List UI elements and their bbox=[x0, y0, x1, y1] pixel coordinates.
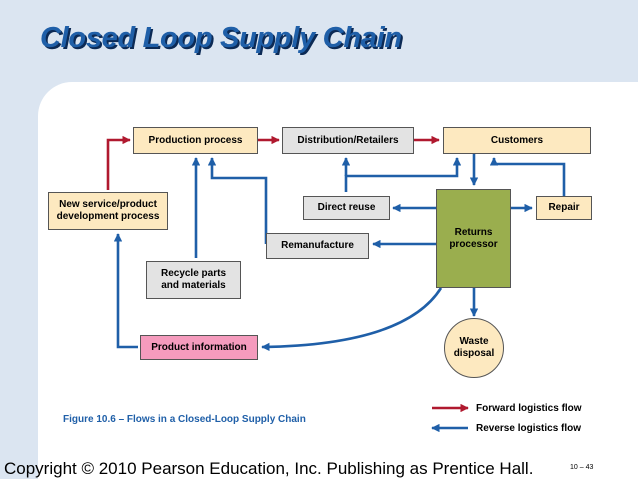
product-information-label: Product information bbox=[151, 341, 247, 353]
arrow-direct-reuse-to-distribution bbox=[344, 157, 462, 192]
new-service-development-box: New service/product development process bbox=[48, 192, 168, 230]
legend-reverse-label: Reverse logistics flow bbox=[476, 423, 582, 434]
customers-box: Customers bbox=[443, 127, 591, 154]
remanufacture-label: Remanufacture bbox=[281, 240, 354, 251]
remanufacture-box: Remanufacture bbox=[266, 233, 369, 259]
distribution-retailers-label: Distribution/Retailers bbox=[297, 134, 399, 146]
recycle-parts-label-line1: Recycle parts bbox=[160, 268, 227, 279]
returns-processor-label-line2: processor bbox=[449, 238, 498, 250]
arrow-repair-to-customers bbox=[489, 157, 566, 196]
slide-title: Closed Loop Supply Chain bbox=[40, 22, 402, 54]
figure-caption: Figure 10.6 – Flows in a Closed-Loop Sup… bbox=[63, 414, 306, 425]
legend-forward-label: Forward logistics flow bbox=[476, 403, 582, 414]
recycle-parts-label-line2: and materials bbox=[161, 280, 226, 291]
production-process-label: Production process bbox=[148, 134, 243, 146]
arrow-remanufacture-to-production bbox=[207, 157, 268, 244]
direct-reuse-label: Direct reuse bbox=[317, 202, 376, 213]
waste-disposal-label-line1: Waste bbox=[459, 336, 489, 347]
recycle-parts-box: Recycle parts and materials bbox=[146, 261, 241, 299]
customers-label: Customers bbox=[490, 134, 544, 146]
new-service-label-line2: development process bbox=[56, 211, 160, 222]
copyright-footer: Copyright © 2010 Pearson Education, Inc.… bbox=[4, 459, 534, 478]
direct-reuse-box: Direct reuse bbox=[303, 196, 390, 220]
distribution-retailers-box: Distribution/Retailers bbox=[282, 127, 414, 154]
arrow-new-service-to-production bbox=[106, 135, 131, 190]
product-information-box: Product information bbox=[140, 335, 258, 360]
arrow-returns-to-product-info bbox=[261, 287, 443, 352]
repair-label: Repair bbox=[548, 202, 580, 213]
returns-processor-label-line1: Returns bbox=[454, 226, 493, 238]
arrow-product-info-to-new-service bbox=[113, 233, 138, 349]
returns-processor-box: Returns processor bbox=[436, 189, 511, 288]
waste-disposal-circle: Waste disposal bbox=[444, 318, 504, 378]
repair-box: Repair bbox=[536, 196, 592, 220]
page-number: 10 – 43 bbox=[570, 464, 594, 471]
production-process-box: Production process bbox=[133, 127, 258, 154]
new-service-label-line1: New service/product bbox=[59, 199, 157, 210]
waste-disposal-label-line2: disposal bbox=[453, 348, 495, 359]
